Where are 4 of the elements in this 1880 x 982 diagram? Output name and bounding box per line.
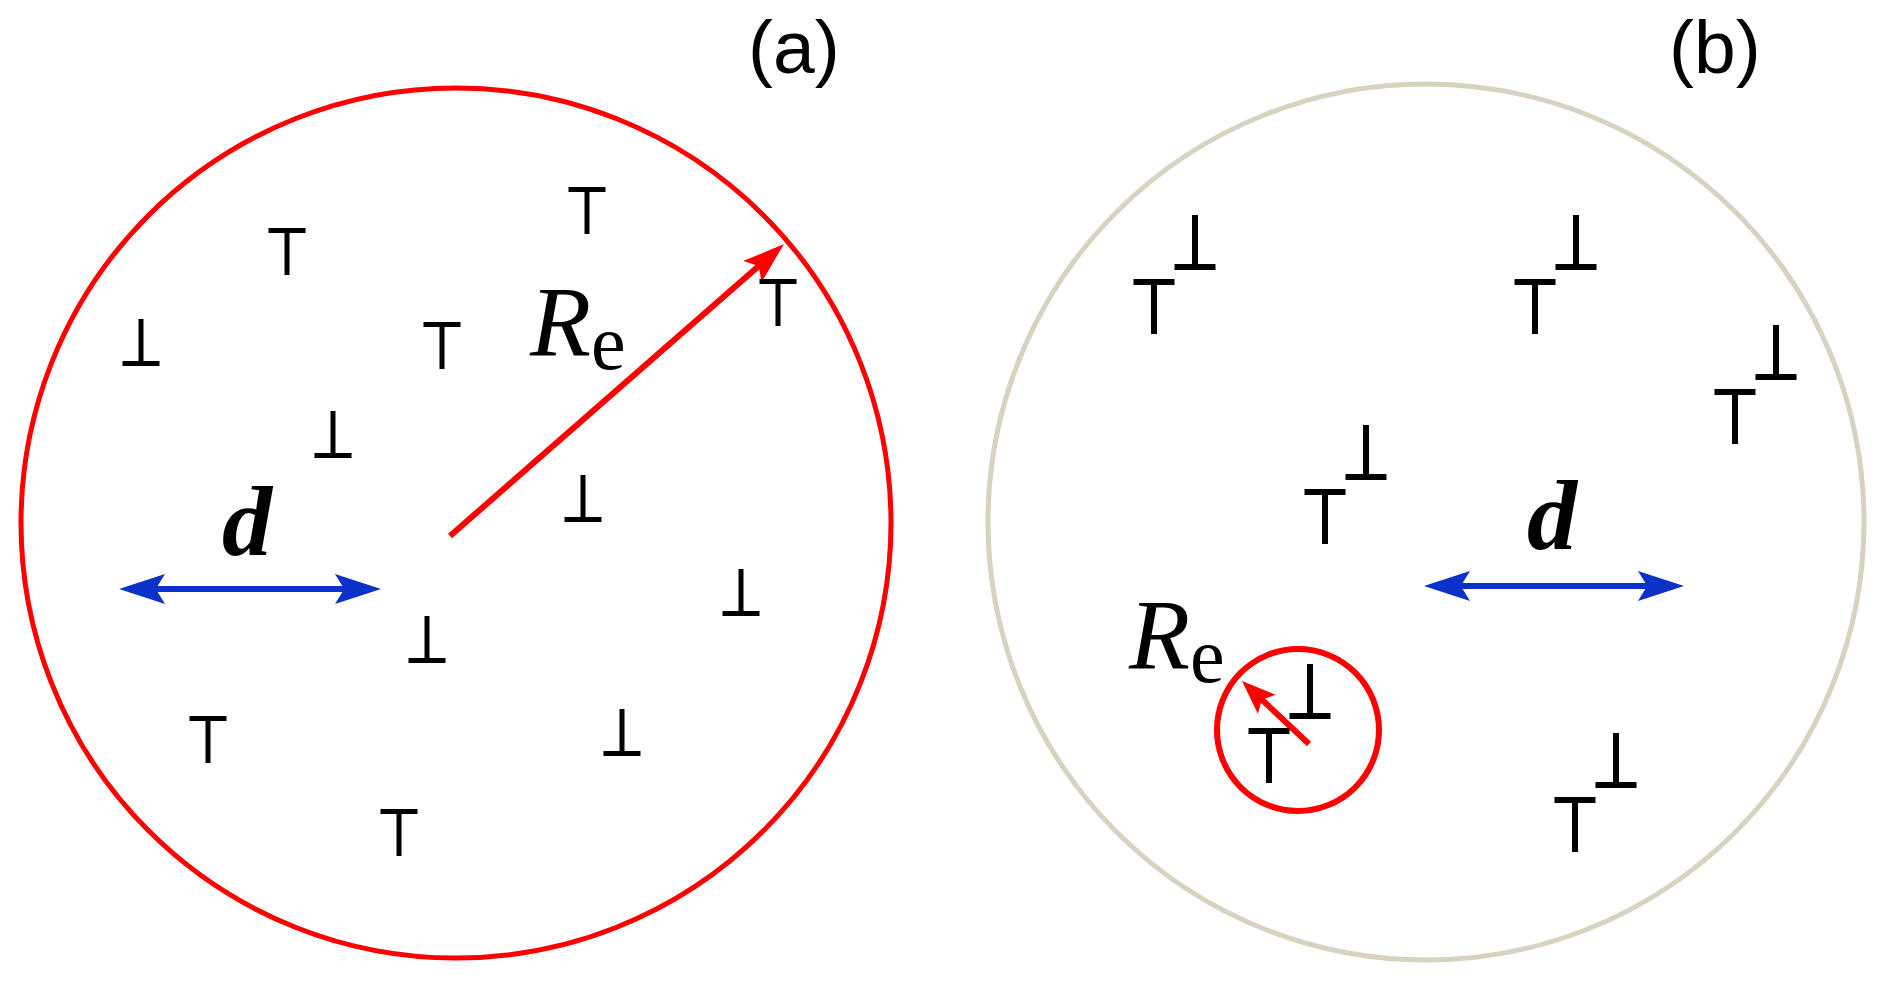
dimension-label: d: [1527, 466, 1577, 566]
radius-label: R$_{e}$: [1129, 585, 1225, 685]
radius-label: R$_{e}$: [530, 272, 626, 372]
dimension-label: d: [222, 472, 272, 572]
